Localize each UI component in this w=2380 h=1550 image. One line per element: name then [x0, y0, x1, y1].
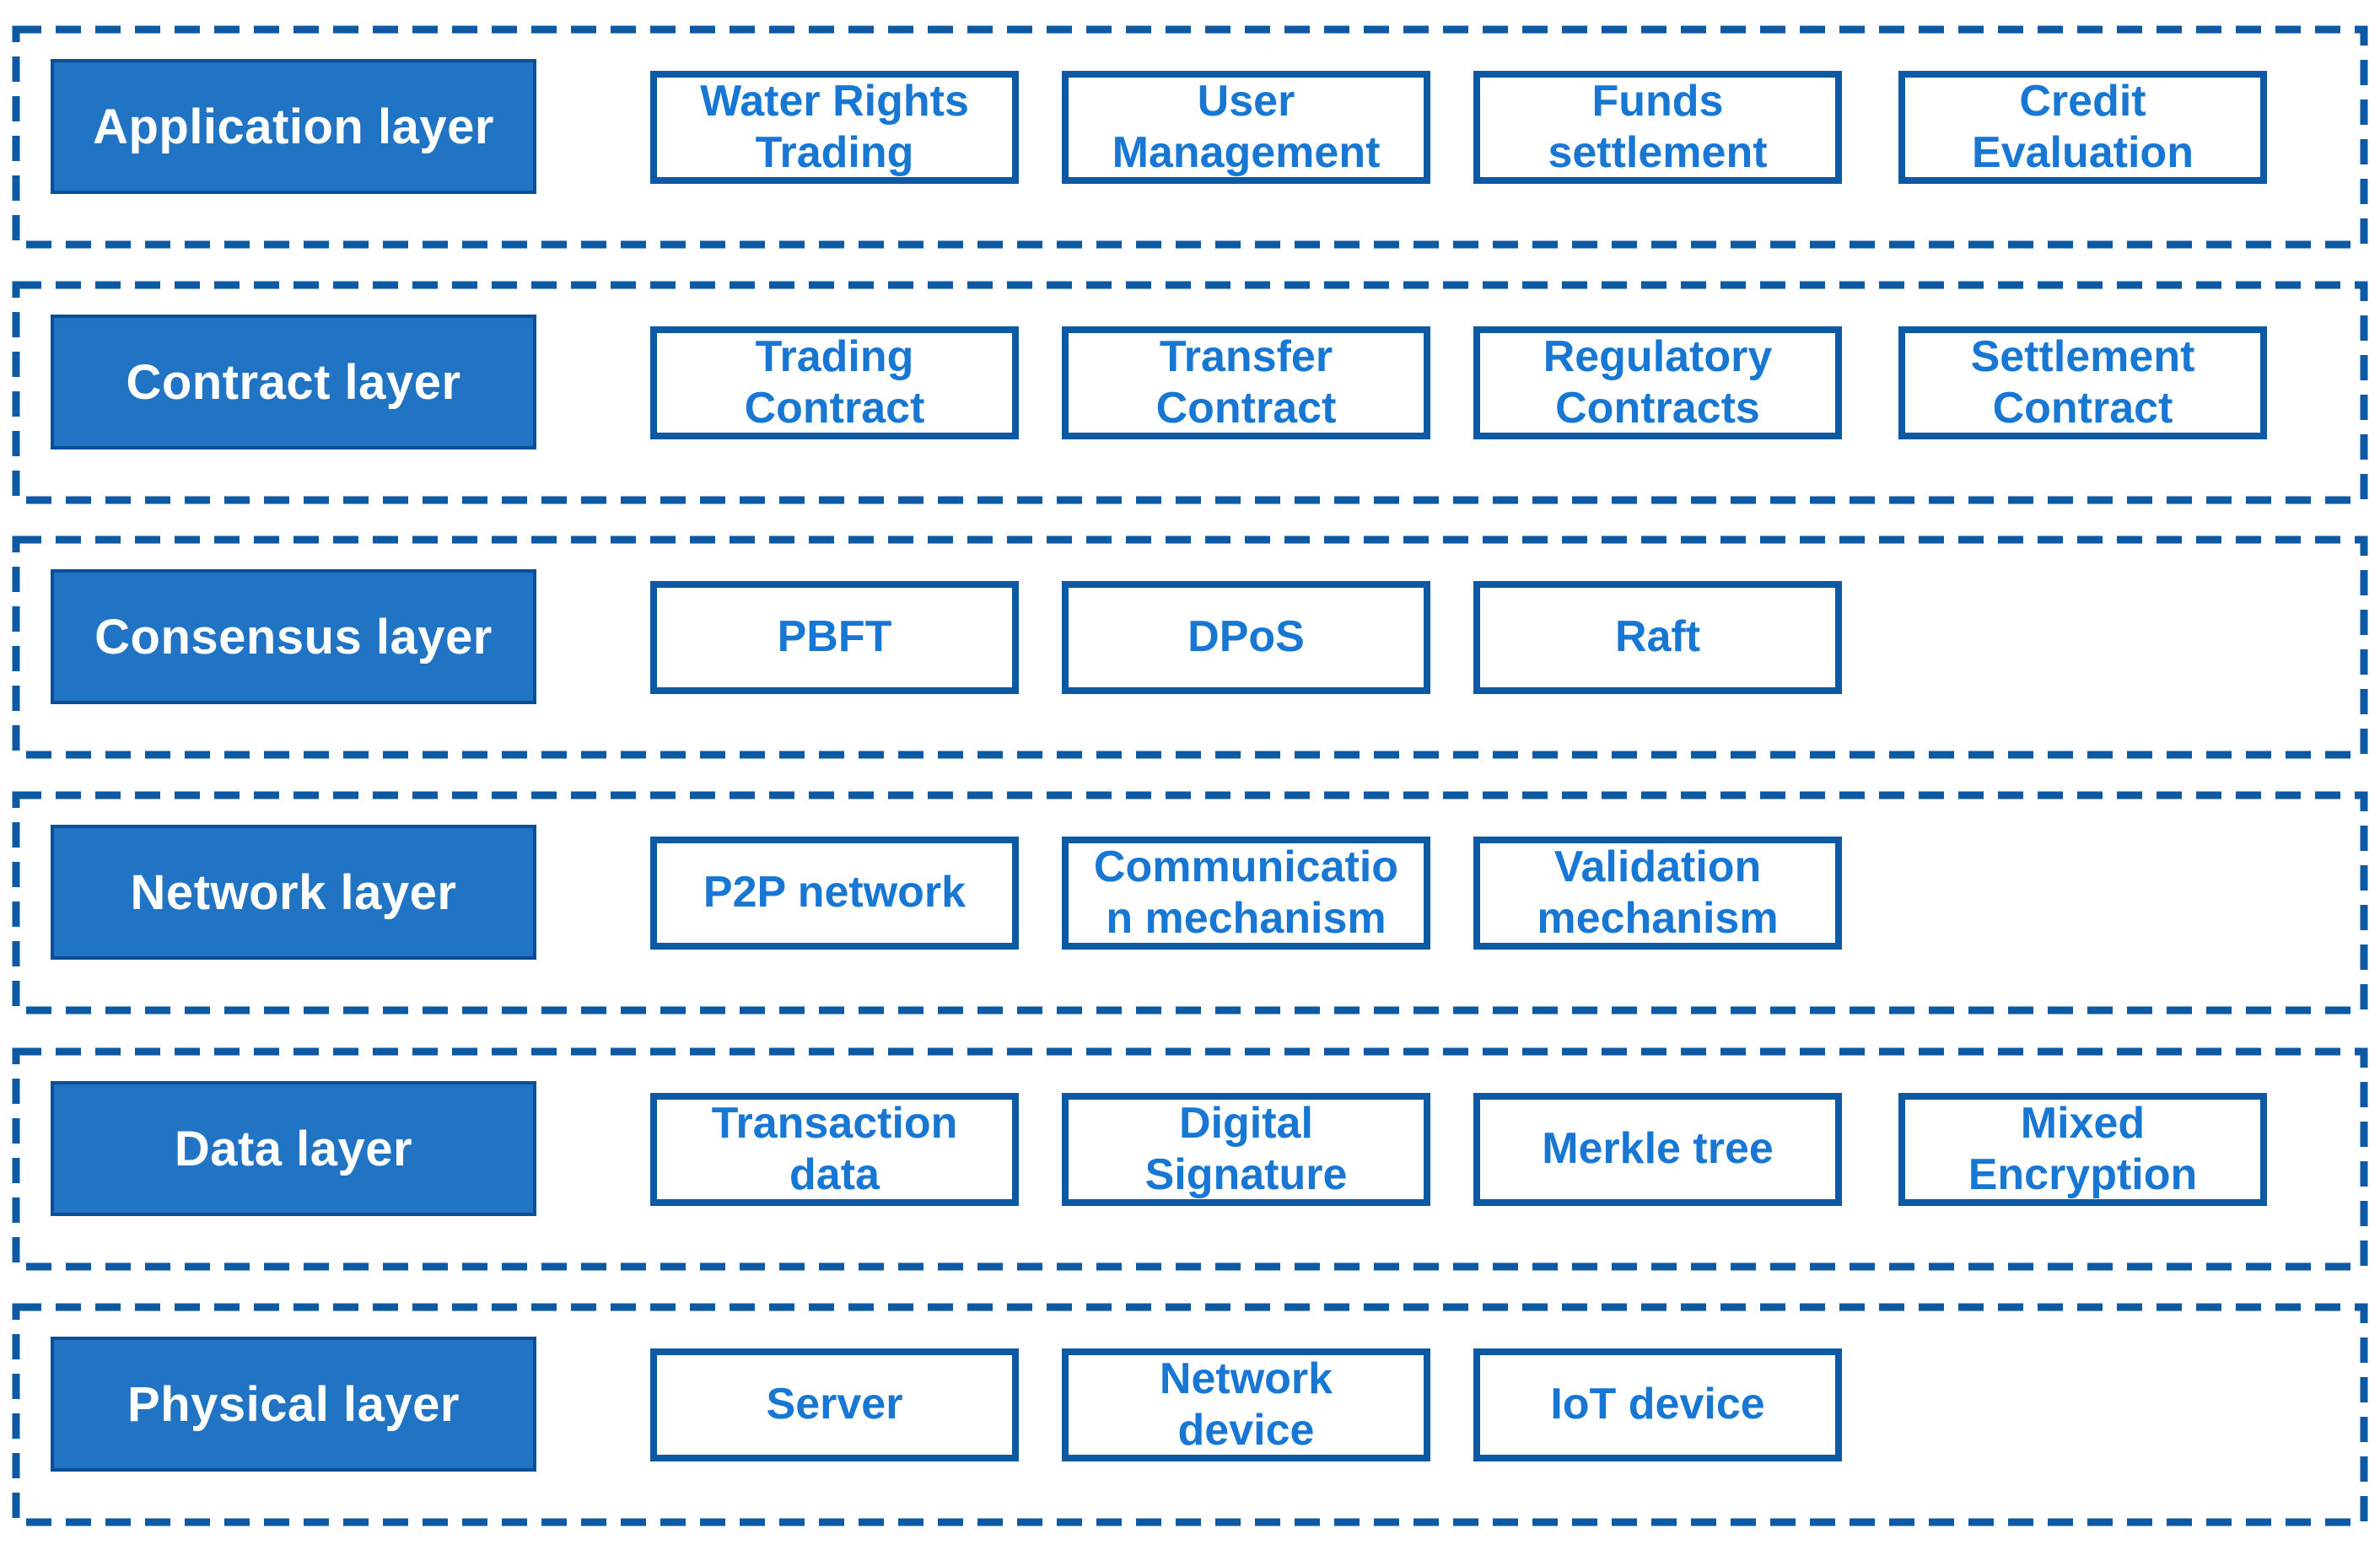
dashed-border — [12, 1303, 2368, 1526]
item-water-rights-trading: Water Rights Trading — [650, 71, 1019, 184]
item-network-device: Network device — [1062, 1348, 1430, 1461]
item-settlement-contract: Settlement Contract — [1898, 326, 2267, 439]
item-transaction-data: Transaction data — [650, 1093, 1019, 1206]
layer-label-contract: Contract layer — [51, 315, 536, 449]
item-mixed-encryption: Mixed Encryption — [1898, 1093, 2267, 1206]
item-credit-evaluation: Credit Evaluation — [1898, 71, 2267, 184]
item-validation-mechanism: Validation mechanism — [1473, 837, 1842, 950]
dashed-border — [12, 25, 2368, 249]
layer-row-network: Network layer P2P network Communicatio n… — [12, 791, 2368, 1014]
layer-row-contract: Contract layer Trading Contract Transfer… — [12, 281, 2368, 504]
dashed-border — [12, 791, 2368, 1014]
item-communication-mechanism: Communicatio n mechanism — [1062, 837, 1430, 950]
dashed-border — [12, 1047, 2368, 1271]
layer-label-data: Data layer — [51, 1081, 536, 1216]
layer-row-application: Application layer Water Rights Trading U… — [12, 25, 2368, 249]
item-iot-device: IoT device — [1473, 1348, 1842, 1461]
item-dpos: DPoS — [1062, 581, 1430, 694]
item-pbft: PBFT — [650, 581, 1019, 694]
dashed-border — [12, 536, 2368, 759]
item-digital-signature: Digital Signature — [1062, 1093, 1430, 1206]
layer-row-physical: Physical layer Server Network device IoT… — [12, 1303, 2368, 1526]
layer-label-consensus: Consensus layer — [51, 569, 536, 704]
layer-label-application: Application layer — [51, 59, 536, 194]
item-p2p-network: P2P network — [650, 837, 1019, 950]
dashed-border — [12, 281, 2368, 504]
item-user-management: User Management — [1062, 71, 1430, 184]
item-regulatory-contracts: Regulatory Contracts — [1473, 326, 1842, 439]
item-merkle-tree: Merkle tree — [1473, 1093, 1842, 1206]
item-trading-contract: Trading Contract — [650, 326, 1019, 439]
item-funds-settlement: Funds settlement — [1473, 71, 1842, 184]
layer-label-network: Network layer — [51, 825, 536, 960]
item-server: Server — [650, 1348, 1019, 1461]
layer-row-data: Data layer Transaction data Digital Sign… — [12, 1047, 2368, 1271]
layer-row-consensus: Consensus layer PBFT DPoS Raft — [12, 536, 2368, 759]
layer-label-physical: Physical layer — [51, 1337, 536, 1472]
item-raft: Raft — [1473, 581, 1842, 694]
item-transfer-contract: Transfer Contract — [1062, 326, 1430, 439]
